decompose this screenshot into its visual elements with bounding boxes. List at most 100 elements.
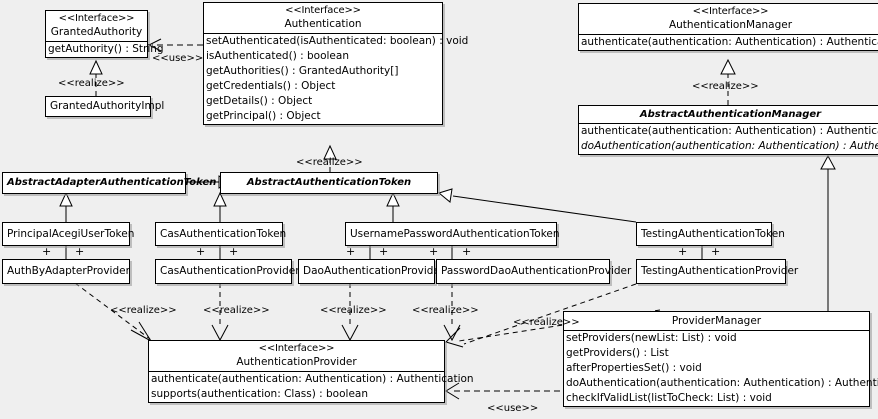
class-box-granted-authority[interactable]: <<Interface>> GrantedAuthority getAuthor…	[45, 10, 164, 58]
relationship-label-realize-granted-authority-impl: <<realize>>	[58, 78, 125, 89]
operations-provider-manager: setProviders(newList: List) : void getPr…	[564, 331, 878, 406]
operation-get-credentials: getCredentials() : Object	[206, 80, 336, 92]
class-header-dao-authentication-provider: DaoAuthenticationProvider	[299, 260, 445, 283]
class-name-abstract-authentication-manager: AbstractAuthenticationManager	[639, 109, 822, 120]
class-box-cas-authentication-provider[interactable]: CasAuthenticationProvider	[155, 259, 300, 284]
operation-set-authenticated: setAuthenticated(isAuthenticated: boolea…	[206, 35, 469, 47]
class-name-cas-authentication-token: CasAuthenticationToken	[160, 228, 287, 240]
class-name-abstract-adapter-authentication-token: AbstractAdapterAuthenticationToken	[7, 177, 217, 188]
operations-authentication-provider: authenticate(authentication: Authenticat…	[149, 372, 474, 402]
operation-authenticate: authenticate(authentication: Authenticat…	[581, 125, 878, 137]
class-header-abstract-authentication-token: AbstractAuthenticationToken	[221, 173, 437, 193]
association-marker-visibility: +	[462, 245, 472, 258]
class-header-testing-authentication-provider: TestingAuthenticationProvider	[637, 260, 799, 283]
operation-check-if-valid-list: checkIfValidList(listToCheck: List) : vo…	[566, 392, 772, 404]
class-name-username-password-authentication-token: UsernamePasswordAuthenticationToken	[350, 228, 560, 240]
class-box-provider-manager[interactable]: ProviderManager setProviders(newList: Li…	[563, 311, 878, 407]
class-header-cas-authentication-provider: CasAuthenticationProvider	[156, 260, 300, 283]
divider	[564, 330, 869, 331]
divider	[204, 33, 442, 34]
operations-abstract-authentication-manager: authenticate(authentication: Authenticat…	[579, 124, 878, 154]
class-header-username-password-authentication-token: UsernamePasswordAuthenticationToken	[346, 223, 560, 245]
class-header-authentication-manager: <<Interface>> AuthenticationManager	[579, 4, 878, 34]
class-box-username-password-authentication-token[interactable]: UsernamePasswordAuthenticationToken	[345, 222, 560, 246]
class-box-auth-by-adapter-provider[interactable]: AuthByAdapterProvider	[2, 259, 130, 284]
class-header-principal-acegi-user-token: PrincipalAcegiUserToken	[3, 223, 135, 245]
operations-authentication-manager: authenticate(authentication: Authenticat…	[579, 35, 878, 50]
stereotype-interface: <<Interface>>	[692, 6, 769, 17]
class-name-testing-authentication-token: TestingAuthenticationToken	[641, 228, 785, 240]
relationship-label-use-provider-manager-authentication-provider: <<use>>	[487, 403, 539, 414]
class-header-granted-authority: <<Interface>> GrantedAuthority	[46, 11, 147, 41]
association-marker-visibility: +	[429, 245, 439, 258]
class-header-cas-authentication-token: CasAuthenticationToken	[156, 223, 287, 245]
class-box-dao-authentication-provider[interactable]: DaoAuthenticationProvider	[298, 259, 445, 284]
class-box-password-dao-authentication-provider[interactable]: PasswordDaoAuthenticationProvider	[436, 259, 632, 284]
operation-get-authority: getAuthority() : String	[48, 43, 164, 55]
class-name-authentication: Authentication	[284, 18, 362, 30]
association-marker-visibility: +	[379, 245, 389, 258]
association-marker-visibility: +	[196, 245, 206, 258]
relationship-label-realize-dao-authentication-provider: <<realize>>	[320, 305, 387, 316]
relationship-label-use-authentication-granted-authority: <<use>>	[152, 53, 204, 64]
operation-is-authenticated: isAuthenticated() : boolean	[206, 50, 349, 62]
class-name-auth-by-adapter-provider: AuthByAdapterProvider	[7, 265, 130, 277]
operation-authenticate: authenticate(authentication: Authenticat…	[581, 36, 878, 48]
class-box-granted-authority-impl[interactable]: GrantedAuthorityImpl	[45, 96, 165, 117]
class-header-testing-authentication-token: TestingAuthenticationToken	[637, 223, 785, 245]
association-marker-visibility: +	[346, 245, 356, 258]
class-box-abstract-authentication-manager[interactable]: AbstractAuthenticationManager authentica…	[578, 105, 878, 155]
stereotype-interface: <<Interface>>	[258, 343, 335, 354]
class-box-abstract-authentication-token[interactable]: AbstractAuthenticationToken	[220, 172, 438, 194]
class-name-provider-manager: ProviderManager	[671, 315, 762, 327]
class-name-principal-acegi-user-token: PrincipalAcegiUserToken	[7, 228, 135, 240]
class-box-principal-acegi-user-token[interactable]: PrincipalAcegiUserToken	[2, 222, 135, 246]
stereotype-interface: <<Interface>>	[58, 13, 135, 24]
divider	[579, 123, 878, 124]
operations-granted-authority: getAuthority() : String	[46, 42, 164, 57]
class-box-testing-authentication-token[interactable]: TestingAuthenticationToken	[636, 222, 785, 246]
association-marker-visibility: +	[711, 245, 721, 258]
class-name-password-dao-authentication-provider: PasswordDaoAuthenticationProvider	[441, 265, 632, 277]
class-name-authentication-provider: AuthenticationProvider	[236, 356, 357, 368]
relationship-label-realize-provider-manager: <<realize>>	[513, 317, 580, 328]
relationship-label-realize-auth-by-adapter-provider: <<realize>>	[110, 305, 177, 316]
relationship-label-realize-password-dao-authentication-provider: <<realize>>	[412, 305, 479, 316]
operation-get-details: getDetails() : Object	[206, 95, 313, 107]
class-box-authentication-manager[interactable]: <<Interface>> AuthenticationManager auth…	[578, 3, 878, 51]
class-header-password-dao-authentication-provider: PasswordDaoAuthenticationProvider	[437, 260, 632, 283]
association-marker-visibility: +	[678, 245, 688, 258]
class-name-granted-authority-impl: GrantedAuthorityImpl	[50, 100, 165, 112]
class-box-testing-authentication-provider[interactable]: TestingAuthenticationProvider	[636, 259, 799, 284]
association-marker-visibility: +	[75, 245, 85, 258]
class-header-auth-by-adapter-provider: AuthByAdapterProvider	[3, 260, 130, 283]
class-header-provider-manager: ProviderManager	[564, 312, 869, 330]
operation-do-authentication: doAuthentication(authentication: Authent…	[566, 377, 878, 389]
operation-do-authentication: doAuthentication(authentication: Authent…	[581, 140, 878, 152]
operation-get-authorities: getAuthorities() : GrantedAuthority[]	[206, 65, 399, 77]
operation-get-providers: getProviders() : List	[566, 347, 669, 359]
operation-get-principal: getPrincipal() : Object	[206, 110, 321, 122]
divider	[579, 34, 878, 35]
operation-after-properties-set: afterPropertiesSet() : void	[566, 362, 702, 374]
class-box-authentication-provider[interactable]: <<Interface>> AuthenticationProvider aut…	[148, 340, 474, 403]
class-box-authentication[interactable]: <<Interface>> Authentication setAuthenti…	[203, 2, 469, 125]
class-header-granted-authority-impl: GrantedAuthorityImpl	[46, 97, 165, 116]
class-name-dao-authentication-provider: DaoAuthenticationProvider	[303, 265, 445, 277]
class-name-authentication-manager: AuthenticationManager	[668, 19, 793, 31]
class-header-authentication: <<Interface>> Authentication	[204, 3, 442, 33]
operation-supports: supports(authentication: Class) : boolea…	[151, 388, 368, 400]
class-name-granted-authority: GrantedAuthority	[50, 26, 143, 38]
association-marker-visibility: +	[229, 245, 239, 258]
class-box-abstract-adapter-authentication-token[interactable]: AbstractAdapterAuthenticationToken	[2, 172, 217, 194]
class-header-authentication-provider: <<Interface>> AuthenticationProvider	[149, 341, 444, 371]
class-box-cas-authentication-token[interactable]: CasAuthenticationToken	[155, 222, 287, 246]
relationship-label-realize-abstract-authentication-token: <<realize>>	[296, 157, 363, 168]
divider	[149, 371, 444, 372]
class-header-abstract-adapter-authentication-token: AbstractAdapterAuthenticationToken	[3, 173, 217, 193]
relationship-label-realize-cas-authentication-provider: <<realize>>	[203, 305, 270, 316]
class-header-abstract-authentication-manager: AbstractAuthenticationManager	[579, 106, 878, 123]
class-name-cas-authentication-provider: CasAuthenticationProvider	[160, 265, 300, 277]
class-name-testing-authentication-provider: TestingAuthenticationProvider	[641, 265, 799, 277]
